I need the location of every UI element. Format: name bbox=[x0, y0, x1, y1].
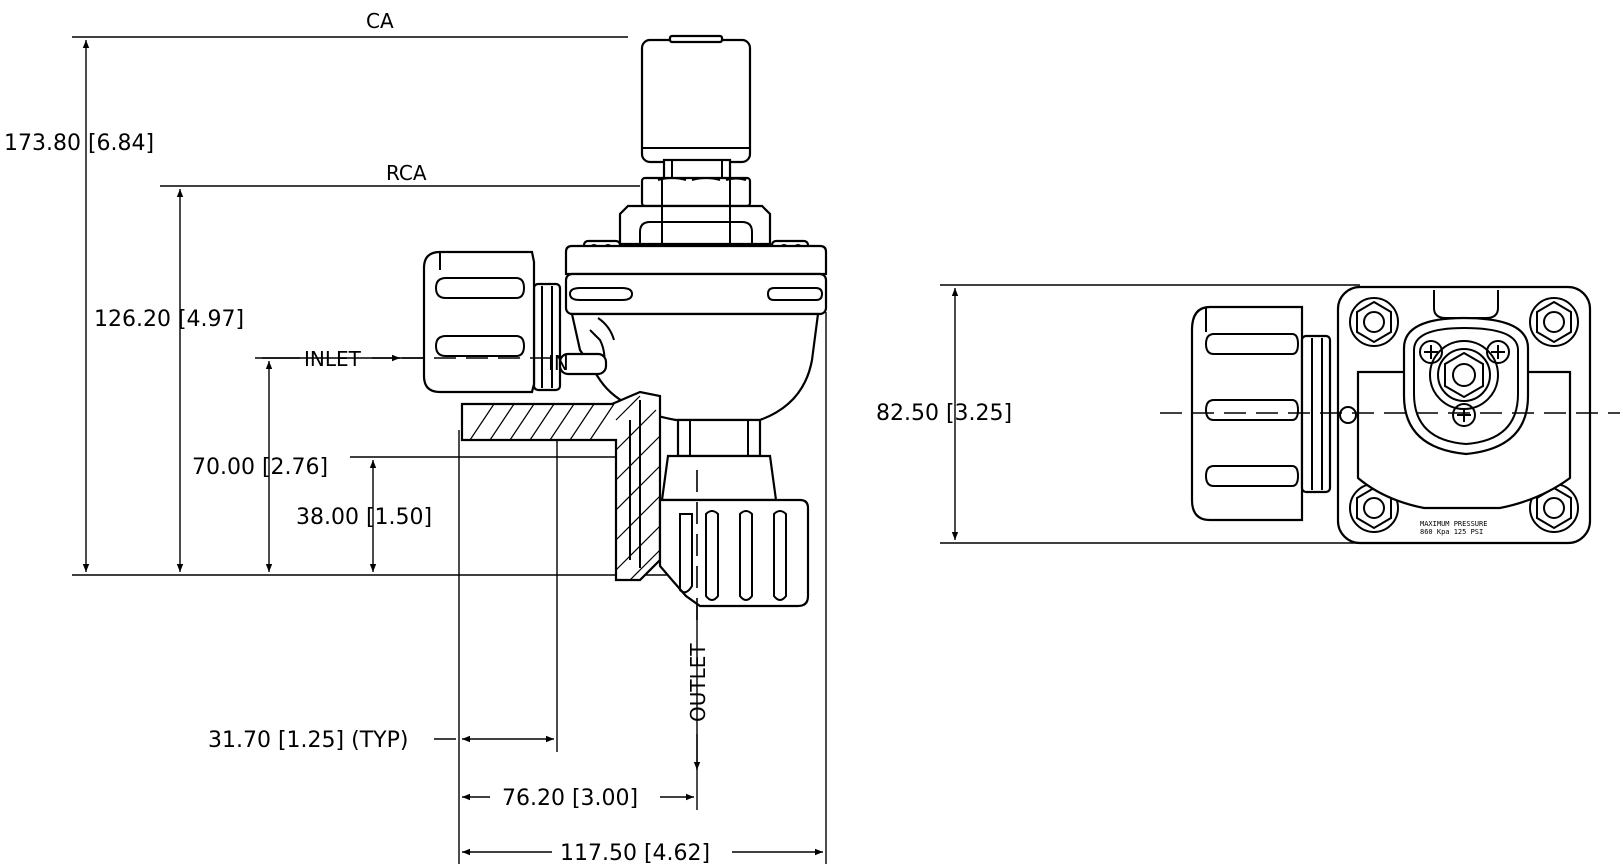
dim-text-outlet-height: 38.00 [1.50] bbox=[296, 505, 432, 530]
inlet-label: INLET bbox=[304, 347, 362, 371]
side-view: 82.50 [3.25] bbox=[876, 284, 1620, 545]
valve-cover bbox=[564, 244, 828, 276]
corner-bolt-tr bbox=[1529, 297, 1579, 347]
ca-label: CA bbox=[366, 9, 394, 33]
dim-text-outlet-offset: 76.20 [3.00] bbox=[502, 786, 638, 811]
sectioned-pipe bbox=[460, 390, 662, 582]
dim-text-side-height: 82.50 [3.25] bbox=[876, 401, 1012, 426]
coil-cap bbox=[668, 34, 724, 44]
nameplate-line1: MAXIMUM PRESSURE bbox=[1420, 520, 1487, 528]
corner-bolt-tl bbox=[1349, 297, 1399, 347]
rca-label: RCA bbox=[386, 161, 427, 185]
lower-stem bbox=[676, 418, 762, 458]
diaphragm-flange bbox=[564, 272, 828, 316]
nameplate-line2: 860 Kpa 125 PSI bbox=[1420, 528, 1483, 536]
dim-text-rca-height: 126.20 [4.97] bbox=[94, 307, 244, 332]
in-label: IN bbox=[548, 351, 569, 375]
dim-text-inlet-height: 70.00 [2.76] bbox=[192, 455, 328, 480]
pilot-block bbox=[618, 204, 772, 246]
inlet-port bbox=[558, 352, 608, 376]
hex-nut bbox=[640, 176, 752, 208]
dim-text-total-height: 173.80 [6.84] bbox=[4, 131, 154, 156]
side-inlet-plug bbox=[1339, 406, 1357, 424]
dim-text-thread-typ: 31.70 [1.25] (TYP) bbox=[208, 728, 408, 753]
dim-text-overall-width: 117.50 [4.62] bbox=[560, 841, 710, 866]
outlet-label: OUTLET bbox=[686, 643, 710, 722]
outlet-collar bbox=[660, 454, 778, 502]
front-view: IN bbox=[4, 9, 828, 866]
solenoid-coil bbox=[640, 38, 752, 164]
side-inlet-flange bbox=[1300, 334, 1332, 494]
side-pilot-assembly bbox=[1402, 316, 1530, 456]
inlet-nut bbox=[422, 250, 536, 394]
